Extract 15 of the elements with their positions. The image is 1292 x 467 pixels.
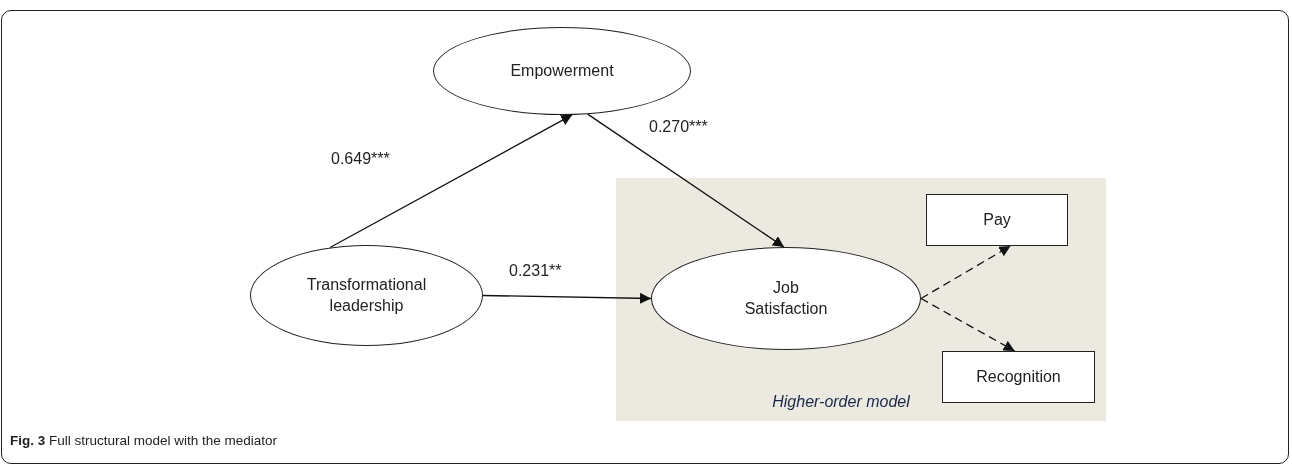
panel-title: Higher-order model (772, 392, 910, 413)
arrow (329, 114, 573, 249)
node-label: Pay (983, 209, 1011, 230)
indicator-box (942, 351, 1095, 403)
node-label: Empowerment (510, 60, 614, 81)
node-label: Job Satisfaction (743, 277, 829, 319)
node-label: Recognition (976, 366, 1061, 387)
model-panel (616, 178, 1106, 421)
dashed-arrow (920, 245, 1012, 300)
dashed-arrow (920, 297, 1016, 352)
figure-caption: Fig. 3 Full structural model with the mediator (10, 433, 278, 448)
arrow (587, 113, 785, 248)
indicator-box (926, 194, 1068, 246)
node-label: Transformational leadership (305, 274, 428, 316)
arrow (482, 292, 652, 304)
